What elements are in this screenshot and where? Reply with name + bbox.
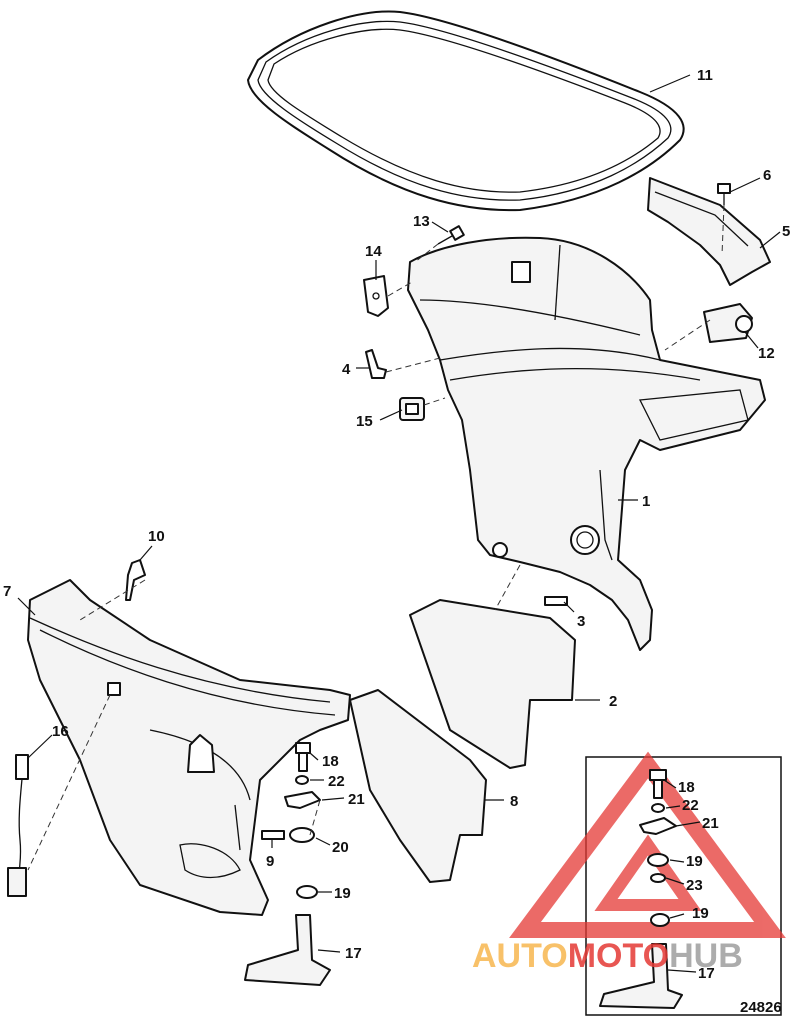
watermark-hub: HUB [669,937,743,975]
callout-21: 21 [348,791,365,808]
callout-13: 13 [413,213,430,230]
callout-2: 2 [609,693,617,710]
watermark-triangle [509,751,786,938]
svg-text:AUTOMOTOHUB: AUTOMOTOHUB [472,937,743,975]
inset-detail: 18 22 21 19 23 19 17 [509,751,786,1016]
callout-19: 19 [334,885,351,902]
leader-lines [17,74,781,953]
watermark-moto: MOTO [568,937,669,975]
figure-number: 24826 [740,999,782,1016]
callout-22: 22 [328,773,345,790]
inset-callout-17: 17 [698,965,715,982]
inset-callout-21: 21 [702,815,719,832]
callout-11: 11 [697,67,713,84]
watermark-auto: AUTO [472,937,568,975]
clip-4 [365,349,387,379]
callout-17: 17 [345,945,362,962]
latch-15 [399,397,425,421]
callout-7: 7 [3,583,11,600]
callout-4: 4 [342,361,351,378]
callout-14: 14 [365,243,382,260]
inset-callout-22: 22 [682,797,699,814]
screw-6 [717,183,731,205]
callout-18: 18 [322,753,339,770]
hardware-stack [244,742,331,986]
callout-1: 1 [642,493,650,510]
callout-12: 12 [758,345,775,362]
bolt-13 [437,225,465,245]
inset-callout-18: 18 [678,779,695,796]
callout-3: 3 [577,613,585,630]
bracket-14 [363,275,389,317]
inset-callout-23: 23 [686,877,703,894]
inset-callout-19a: 19 [686,853,703,870]
lower-cowl [27,579,351,916]
seal-plate-8 [349,689,487,883]
rear-trim [647,177,771,286]
callout-16: 16 [52,723,69,740]
callout-8: 8 [510,793,518,810]
strip-3 [544,596,568,606]
strip-9 [261,830,285,840]
callout-6: 6 [763,167,771,184]
switch-12 [703,303,753,343]
callout-9: 9 [266,853,274,870]
callout-10: 10 [148,528,165,545]
watermark-logo: AUTOMOTOHUB [472,937,743,975]
callout-15: 15 [356,413,373,430]
cowl-seal [247,10,685,212]
callout-5: 5 [782,223,790,240]
wire-harness-16 [7,754,29,897]
hook-10 [125,559,146,601]
callout-20: 20 [332,839,349,856]
inset-callout-19b: 19 [692,905,709,922]
dashed-guides [27,204,725,871]
upper-chaps [407,236,766,651]
